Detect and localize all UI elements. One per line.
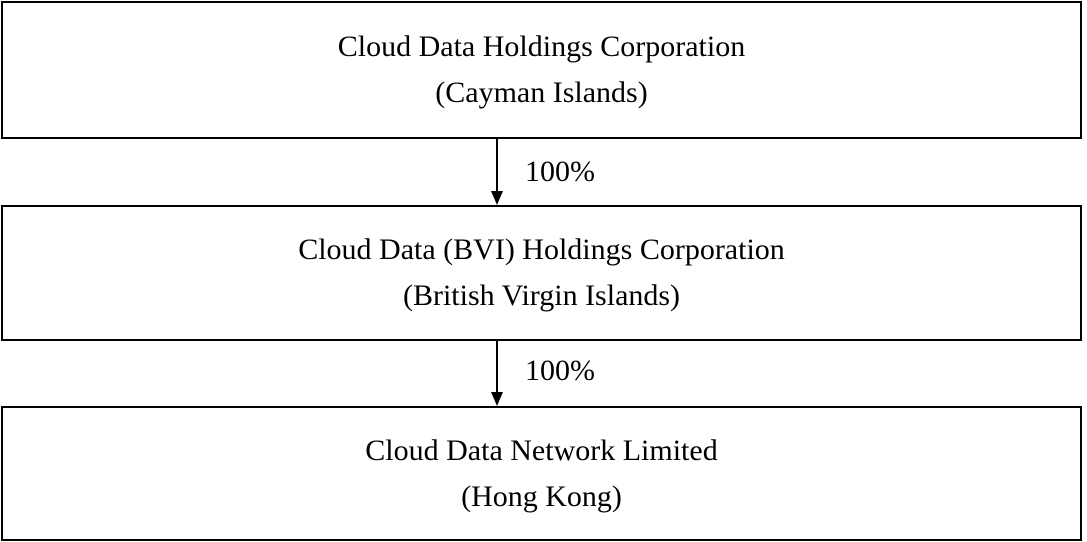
arrow-down-icon — [491, 139, 503, 205]
entity-box-hong-kong: Cloud Data Network Limited (Hong Kong) — [1, 406, 1082, 541]
entity-name: Cloud Data Holdings Corporation — [337, 30, 746, 63]
entity-box-bvi: Cloud Data (BVI) Holdings Corporation (B… — [1, 205, 1082, 341]
entity-name: Cloud Data Network Limited — [365, 433, 718, 467]
ownership-percentage: 100% — [525, 155, 595, 188]
arrow-down-icon — [491, 341, 503, 406]
ownership-arrow — [489, 139, 505, 205]
ownership-arrow — [489, 341, 505, 406]
entity-name: Cloud Data (BVI) Holdings Corporation — [298, 233, 785, 266]
ownership-percentage: 100% — [525, 354, 595, 387]
entity-box-cayman: Cloud Data Holdings Corporation (Cayman … — [1, 1, 1082, 139]
entity-jurisdiction: (Cayman Islands) — [435, 76, 648, 109]
entity-jurisdiction: (British Virgin Islands) — [402, 279, 681, 312]
entity-jurisdiction: (Hong Kong) — [461, 479, 622, 513]
